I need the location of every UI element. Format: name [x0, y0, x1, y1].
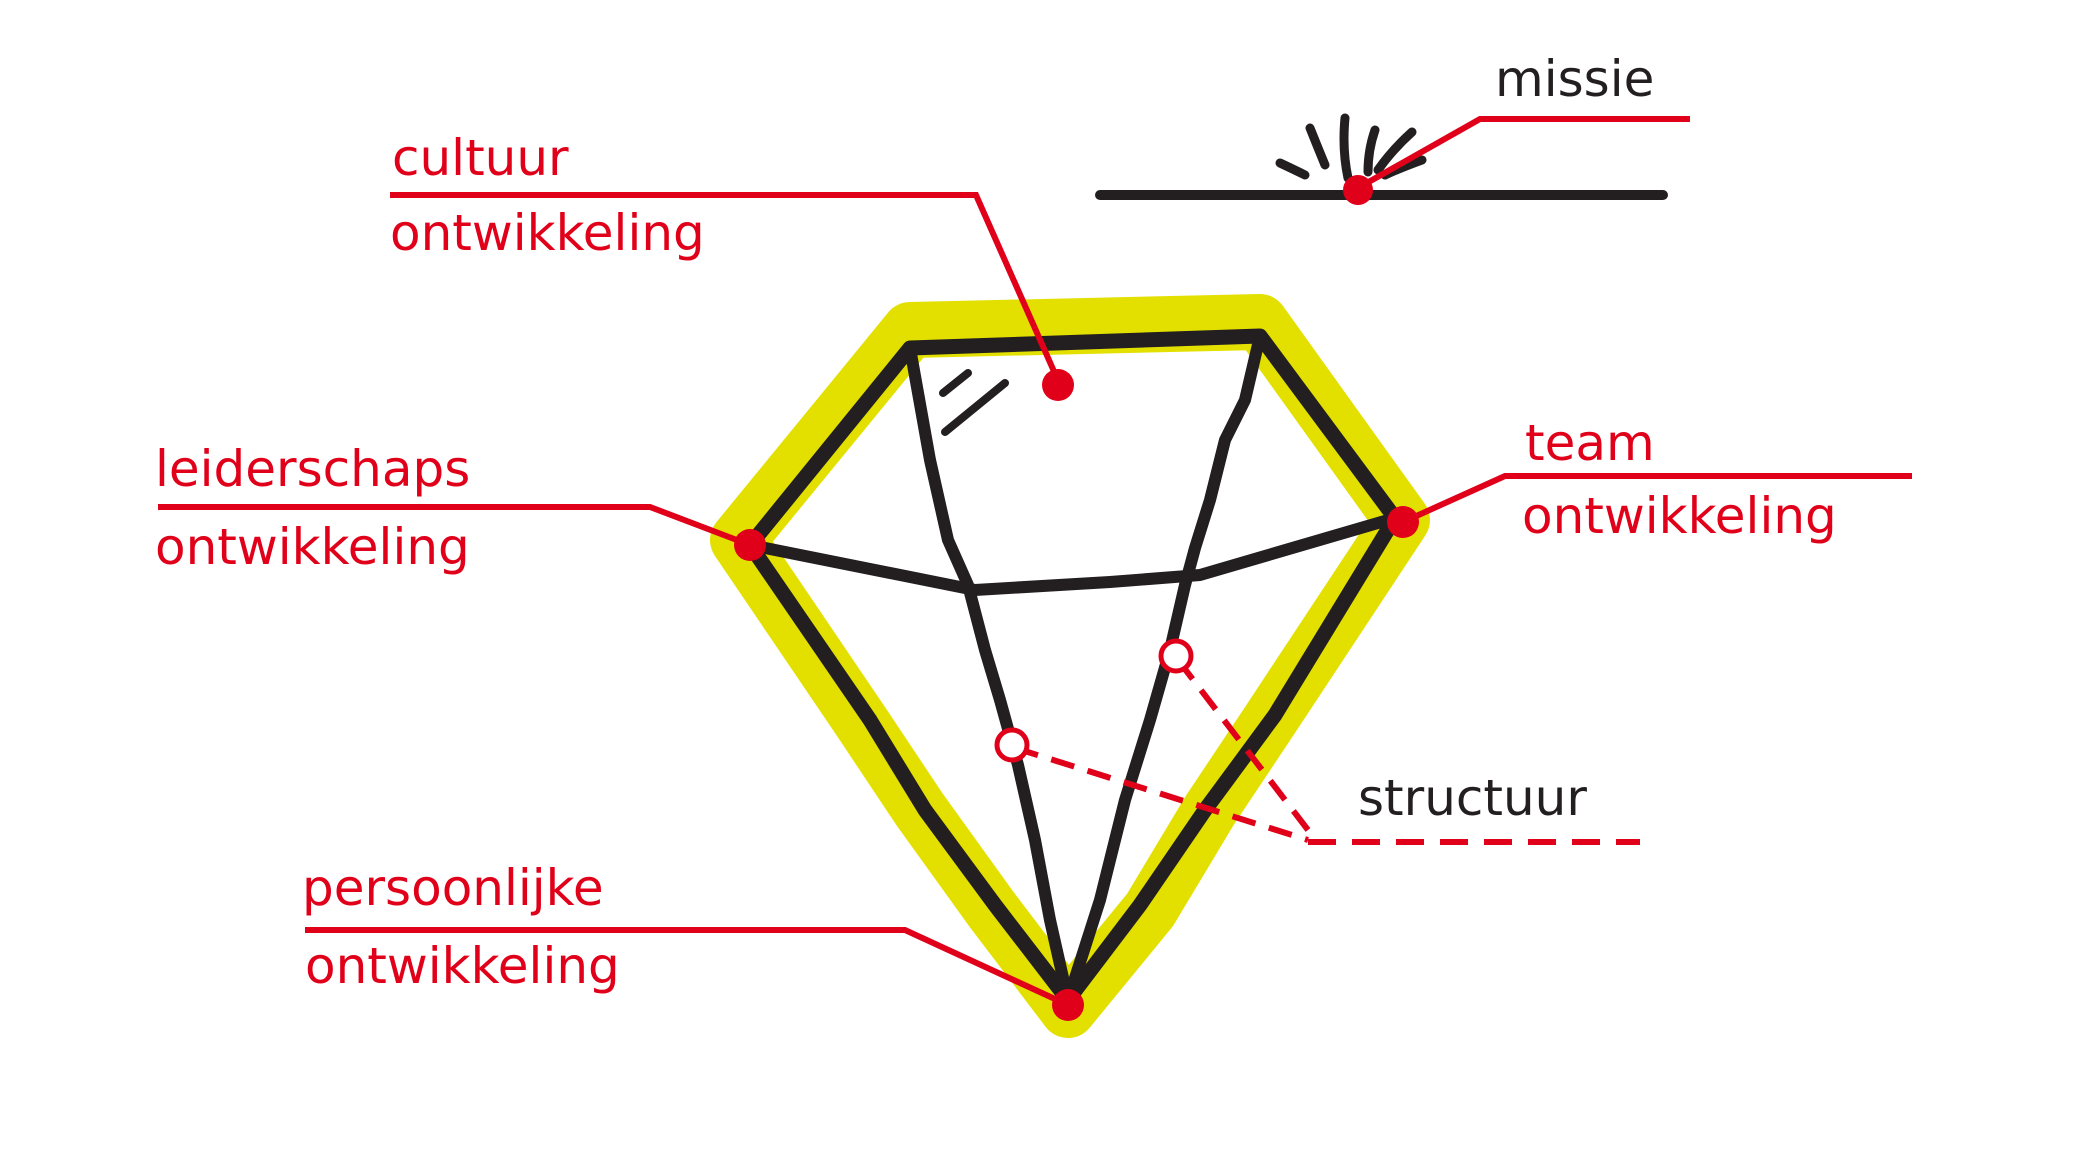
- team-leader-line: [1401, 473, 1912, 525]
- team-label-line1: team: [1525, 414, 1655, 472]
- missie-ray-5: [1373, 127, 1417, 175]
- diamond-facet-left: [904, 342, 1074, 1006]
- structuur-ring-lower: [994, 727, 1030, 763]
- leiderschap-label-line2: ontwikkeling: [155, 518, 470, 576]
- leiderschap-label-line1: leiderschaps: [155, 440, 470, 498]
- missie-ray-1: [1275, 158, 1310, 180]
- leiderschap-dot: [734, 529, 766, 561]
- persoonlijk-label-line1: persoonlijke: [302, 859, 604, 917]
- missie-dot: [1343, 175, 1373, 205]
- leiderschap-leader-line: [158, 504, 752, 548]
- missie-ray-4: [1363, 125, 1380, 177]
- cultuur-label-line1: cultuur: [392, 129, 569, 187]
- diamond-girdle: [744, 512, 1401, 596]
- cultuur-label-line2: ontwikkeling: [390, 204, 705, 262]
- structuur-dash-lower: [1014, 745, 1309, 843]
- persoonlijk-dot: [1052, 989, 1084, 1021]
- team-dot: [1387, 506, 1419, 538]
- diamond-glint-1: [939, 369, 972, 397]
- cultuur-leader-line: [390, 192, 1063, 387]
- persoonlijk-leader-line: [305, 927, 1070, 1008]
- persoonlijk-label-line2: ontwikkeling: [305, 937, 620, 995]
- team-label-line2: ontwikkeling: [1522, 487, 1837, 545]
- diamond-outline: [742, 328, 1403, 1008]
- missie-label: missie: [1495, 50, 1654, 108]
- missie-ray-2: [1305, 123, 1330, 170]
- structuur-ring-upper: [1158, 638, 1194, 674]
- missie-ray-3: [1339, 113, 1353, 183]
- diamond-facet-right: [1062, 330, 1266, 1006]
- cultuur-dot: [1042, 369, 1074, 401]
- diamond-glint-2: [941, 379, 1009, 436]
- missie-leader-line: [1356, 116, 1690, 191]
- structuur-label: structuur: [1358, 769, 1587, 827]
